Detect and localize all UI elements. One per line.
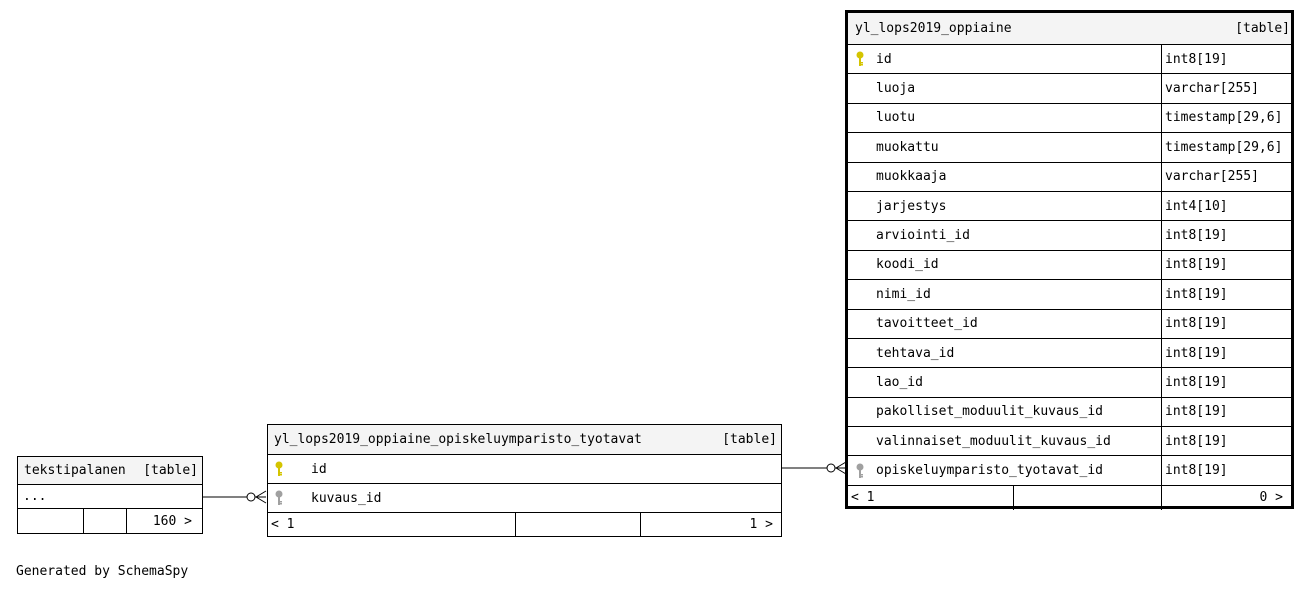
column-name: opiskeluymparisto_tyotavat_id <box>876 463 1103 479</box>
column-name: luotu <box>876 110 916 126</box>
column-name: pakolliset_moduulit_kuvaus_id <box>876 404 1103 420</box>
table-row[interactable]: kuvaus_id <box>268 484 781 513</box>
key-slot <box>848 280 872 308</box>
column-name: jarjestys <box>876 198 947 214</box>
table-row: ... <box>18 485 202 509</box>
column-type: timestamp[29,6] <box>1161 103 1291 133</box>
column-name: tavoitteet_id <box>876 316 978 332</box>
column-type: int8[19] <box>1161 221 1291 250</box>
table-row[interactable]: muokattu timestamp[29,6] <box>848 133 1291 163</box>
key-slot <box>848 398 872 426</box>
footer-mid <box>515 513 640 536</box>
column-type: varchar[255] <box>1161 74 1291 103</box>
column-list: id int8[19] luoja varchar[255] luotu timestam… <box>848 45 1291 486</box>
column-type: int8[19] <box>1161 338 1291 368</box>
key-slot <box>848 163 872 191</box>
foreign-key-icon <box>268 484 290 512</box>
column-type: int8[19] <box>1161 309 1291 338</box>
column-type: int8[19] <box>1161 456 1291 485</box>
footer-right-count[interactable]: 1 > <box>640 513 781 536</box>
table-name: tekstipalanen <box>24 463 126 478</box>
table-row[interactable]: muokkaaja varchar[255] <box>848 162 1291 192</box>
table-footer: < 1 0 > <box>848 485 1291 510</box>
key-slot <box>848 104 872 132</box>
column-type: int4[10] <box>1161 191 1291 221</box>
column-type: varchar[255] <box>1161 162 1291 191</box>
primary-key-icon <box>268 455 290 483</box>
ellipsis-row: ... <box>23 489 47 504</box>
footer-left <box>18 509 83 533</box>
table-row[interactable]: koodi_id int8[19] <box>848 250 1291 281</box>
table-name: yl_lops2019_oppiaine <box>855 21 1012 36</box>
table-oppiaine-opiskeluymparisto-tyotavat[interactable]: yl_lops2019_oppiaine_opiskeluymparisto_t… <box>267 424 782 537</box>
column-name: koodi_id <box>876 257 939 273</box>
column-type: int8[19] <box>1161 45 1291 74</box>
table-header: yl_lops2019_oppiaine_opiskeluymparisto_t… <box>268 425 781 455</box>
table-row[interactable]: tehtava_id int8[19] <box>848 338 1291 369</box>
key-slot <box>848 310 872 338</box>
table-row[interactable]: lao_id int8[19] <box>848 368 1291 398</box>
footer-left-count[interactable]: < 1 <box>851 490 875 506</box>
table-tekstipalanen[interactable]: tekstipalanen [table] ... 160 > <box>17 456 203 534</box>
table-row[interactable]: opiskeluymparisto_tyotavat_id int8[19] <box>848 456 1291 486</box>
footer-right-count[interactable]: 0 > <box>1161 485 1291 510</box>
column-name: id <box>876 51 892 67</box>
key-slot <box>848 427 872 455</box>
footer-mid <box>1013 485 1161 510</box>
key-slot <box>848 251 872 279</box>
link-tyotavat-to-oppiaine <box>782 461 847 475</box>
column-name: lao_id <box>876 374 923 390</box>
table-row[interactable]: nimi_id int8[19] <box>848 280 1291 310</box>
column-name: luoja <box>876 81 916 97</box>
table-row[interactable]: id int8[19] <box>848 45 1291 75</box>
table-row[interactable]: id <box>268 455 781 484</box>
table-type: [table] <box>1235 21 1290 36</box>
key-slot <box>848 368 872 396</box>
column-type: int8[19] <box>1161 427 1291 456</box>
table-row[interactable]: pakolliset_moduulit_kuvaus_id int8[19] <box>848 397 1291 428</box>
column-name: muokkaaja <box>876 169 947 185</box>
column-type: int8[19] <box>1161 280 1291 309</box>
table-footer: < 1 1 > <box>268 513 781 536</box>
table-header: tekstipalanen [table] <box>18 457 202 485</box>
key-slot <box>848 221 872 249</box>
column-type: int8[19] <box>1161 368 1291 397</box>
column-name: id <box>311 461 327 477</box>
primary-key-icon <box>848 45 872 73</box>
column-name: kuvaus_id <box>311 490 382 506</box>
table-row[interactable]: tavoitteet_id int8[19] <box>848 309 1291 339</box>
table-row[interactable]: luoja varchar[255] <box>848 74 1291 104</box>
table-name: yl_lops2019_oppiaine_opiskeluymparisto_t… <box>274 432 642 447</box>
column-name: nimi_id <box>876 286 931 302</box>
footer-mid <box>83 509 126 533</box>
table-row[interactable]: arviointi_id int8[19] <box>848 221 1291 251</box>
footer-right-count[interactable]: 160 > <box>126 509 202 533</box>
table-row[interactable]: jarjestys int4[10] <box>848 191 1291 222</box>
column-type: timestamp[29,6] <box>1161 133 1291 162</box>
table-row[interactable]: valinnaiset_moduulit_kuvaus_id int8[19] <box>848 427 1291 457</box>
key-slot <box>848 133 872 161</box>
column-name: arviointi_id <box>876 228 970 244</box>
generated-by-label: Generated by SchemaSpy <box>16 564 189 579</box>
table-footer: 160 > <box>18 509 202 533</box>
table-type: [table] <box>143 463 198 478</box>
table-header: yl_lops2019_oppiaine [table] <box>848 13 1291 45</box>
key-slot <box>848 192 872 220</box>
column-name: muokattu <box>876 139 939 155</box>
column-type: int8[19] <box>1161 250 1291 280</box>
column-name: tehtava_id <box>876 345 955 361</box>
footer-left-count[interactable]: < 1 <box>271 517 295 532</box>
table-type: [table] <box>722 432 777 447</box>
link-tekstipalanen-to-tyotavat <box>203 490 267 504</box>
key-slot <box>848 74 872 102</box>
key-slot <box>848 339 872 367</box>
column-name: valinnaiset_moduulit_kuvaus_id <box>876 433 1111 449</box>
foreign-key-icon <box>848 456 872 484</box>
column-type: int8[19] <box>1161 397 1291 427</box>
table-row[interactable]: luotu timestamp[29,6] <box>848 103 1291 134</box>
